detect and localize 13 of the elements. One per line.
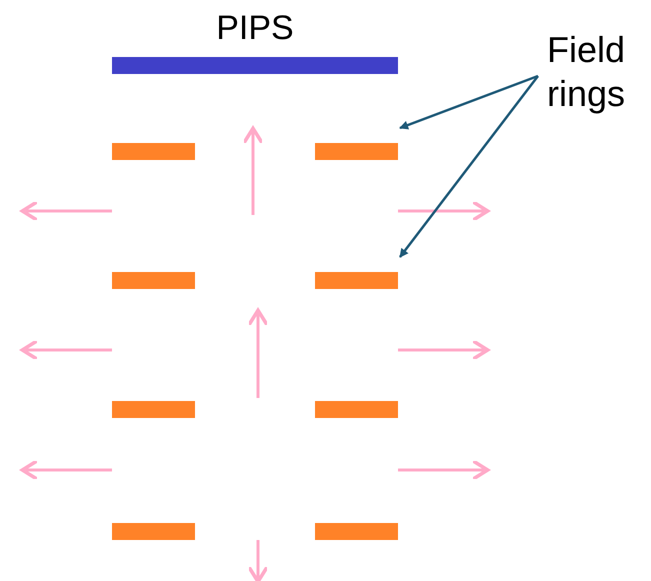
pips-bar [112, 57, 398, 74]
field-ring-bar [315, 523, 398, 540]
field-ring-bar [112, 523, 195, 540]
field-ring-bar [315, 272, 398, 289]
field-ring-bar [112, 272, 195, 289]
callout-label: Field rings [538, 28, 634, 116]
pips-label: PIPS [216, 9, 294, 48]
field-ring-bar [112, 143, 195, 160]
leader-line [399, 75, 539, 258]
field-ring-bar [315, 401, 398, 418]
field-ring-bar [315, 143, 398, 160]
field-ring-bar [112, 401, 195, 418]
leader-line [399, 74, 538, 130]
